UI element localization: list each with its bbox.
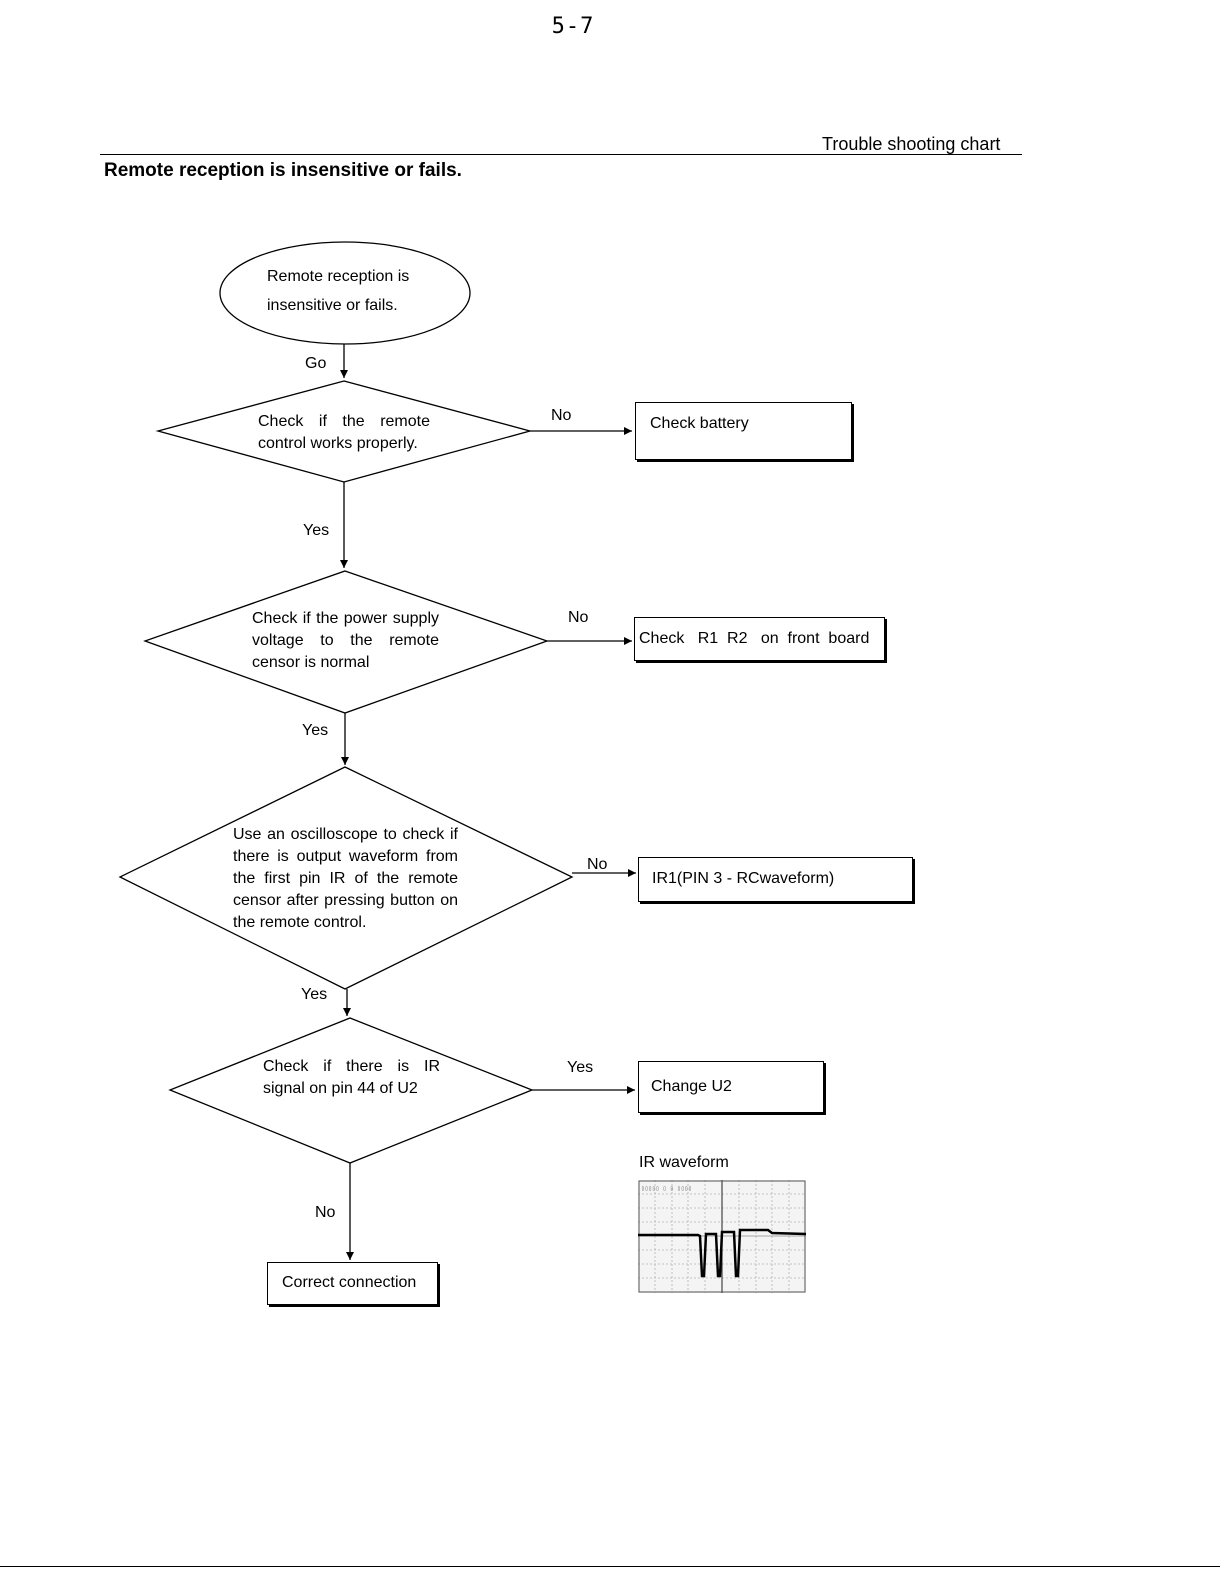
action-text-ir1-waveform: IR1(PIN 3 - RCwaveform) bbox=[652, 870, 835, 887]
edge-label-d4-no: No bbox=[315, 1204, 336, 1221]
action-box-ir1-waveform: IR1(PIN 3 - RCwaveform) bbox=[638, 857, 913, 902]
action-text-check-battery: Check battery bbox=[650, 415, 749, 432]
edge-label-d3-yes: Yes bbox=[301, 986, 328, 1003]
action-box-correct-connection: Correct connection bbox=[267, 1262, 438, 1305]
ir-waveform-image: ▯▯▯▯▯ ▯ ▯ ▯▯▯▯ bbox=[638, 1180, 807, 1293]
edge-label-d2-no: No bbox=[568, 609, 589, 626]
decision-text-1: Check if the remote control works proper… bbox=[258, 413, 430, 452]
decision-diamond-3 bbox=[118, 766, 574, 990]
footer-rule bbox=[0, 1566, 1220, 1567]
decision-text-3: Use an oscilloscope to check if there is… bbox=[233, 826, 458, 931]
action-box-check-battery: Check battery bbox=[635, 402, 852, 460]
edge-label-d2-yes: Yes bbox=[302, 722, 329, 739]
edge-label-d4-yes: Yes bbox=[567, 1059, 594, 1076]
action-text-change-u2: Change U2 bbox=[651, 1078, 732, 1095]
start-text-line-2: insensitive or fails. bbox=[267, 297, 398, 314]
waveform-caption: IR waveform bbox=[639, 1154, 729, 1171]
header-rule bbox=[100, 154, 1022, 155]
decision-text-4: Check if there is IR signal on pin 44 of… bbox=[263, 1058, 440, 1097]
page-number: 5-7 bbox=[551, 14, 595, 39]
start-text-line-1: Remote reception is bbox=[267, 268, 410, 285]
start-ellipse bbox=[219, 241, 471, 345]
edge-label-d1-no: No bbox=[551, 407, 572, 424]
page-title: Remote reception is insensitive or fails… bbox=[104, 160, 462, 181]
action-box-check-r1-r2: Check R1 R2 on front board bbox=[634, 617, 885, 661]
edge-label-go: Go bbox=[305, 355, 327, 372]
action-text-check-r1-r2: Check R1 R2 on front board bbox=[639, 630, 870, 647]
edge-label-d1-yes: Yes bbox=[303, 522, 330, 539]
decision-text-2: Check if the power supply voltage to the… bbox=[252, 610, 439, 671]
action-box-change-u2: Change U2 bbox=[638, 1061, 824, 1113]
action-text-correct-connection: Correct connection bbox=[282, 1274, 417, 1291]
edge-label-d3-no: No bbox=[587, 856, 608, 873]
svg-text:▯▯▯▯▯ ▯ ▯ ▯▯▯▯: ▯▯▯▯▯ ▯ ▯ ▯▯▯▯ bbox=[641, 1185, 692, 1192]
section-title: Trouble shooting chart bbox=[822, 134, 1001, 154]
